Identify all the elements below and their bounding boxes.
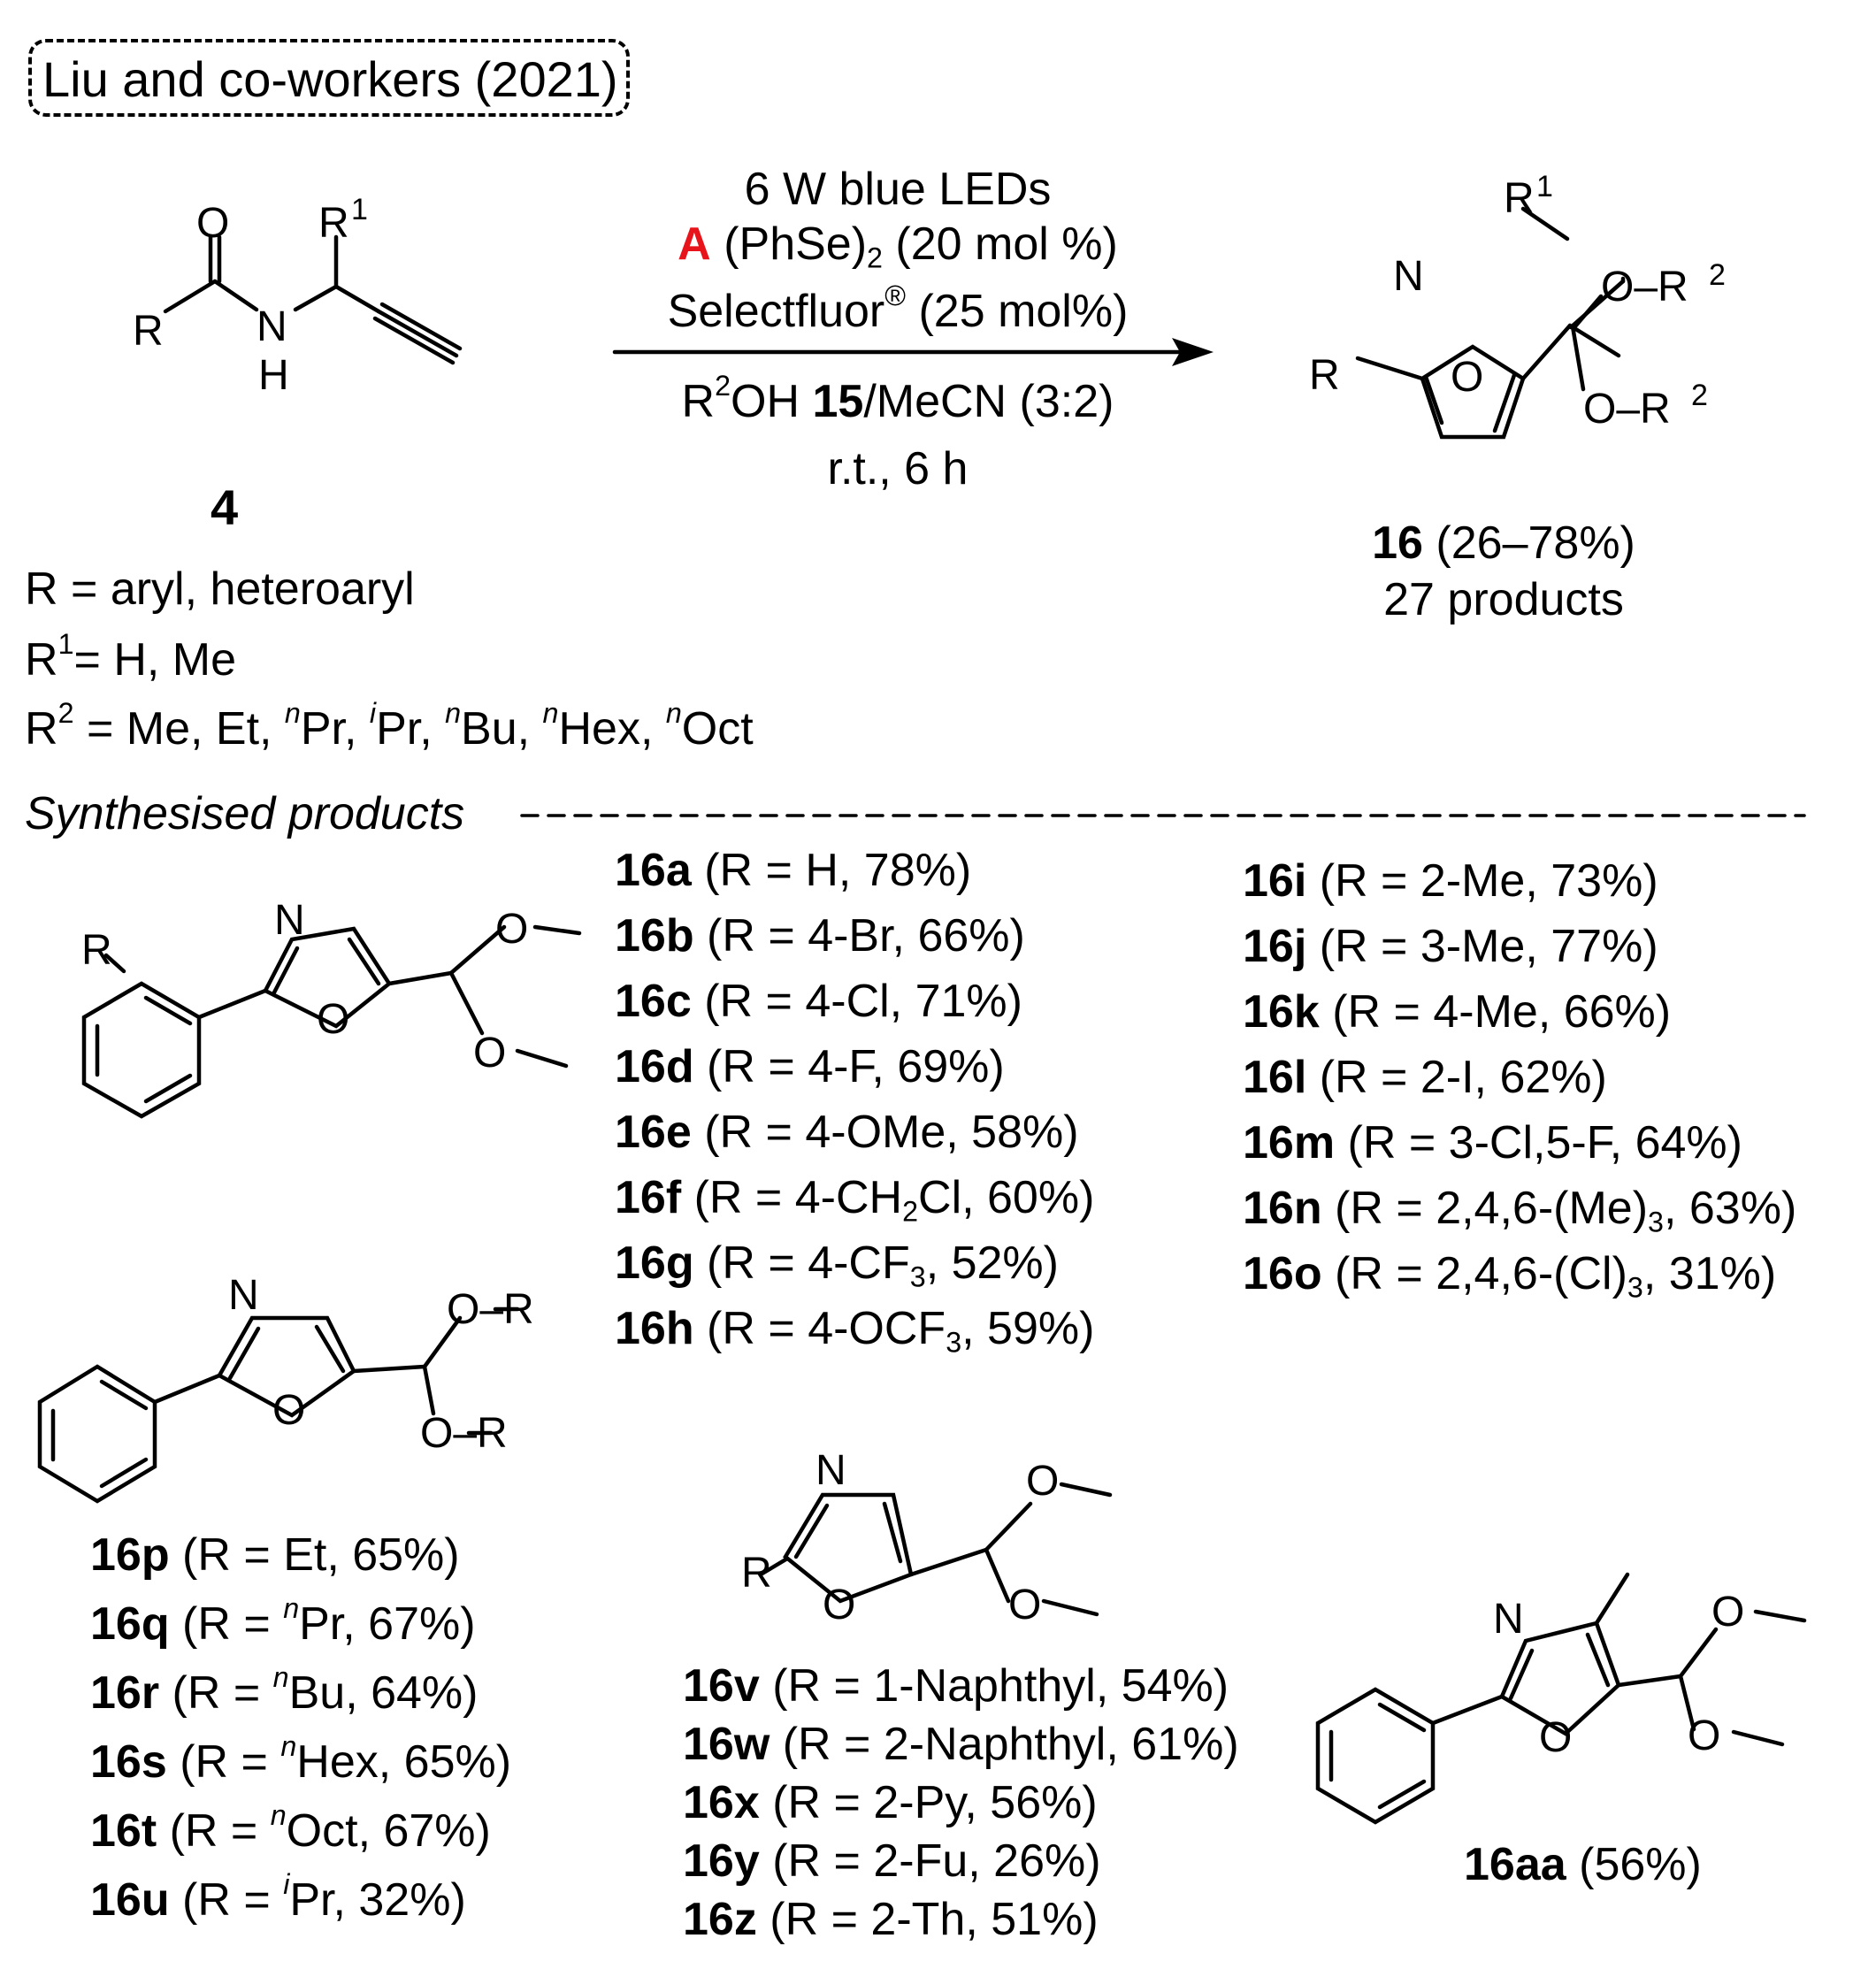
list-item: 16d (R = 4-F, 69%) bbox=[615, 1041, 1005, 1092]
product-or2-bottom: O–R bbox=[1583, 386, 1671, 433]
list-item: 16o (R = 2,4,6-(Cl)3, 31%) bbox=[1243, 1248, 1777, 1304]
product-atom-n: N bbox=[1393, 253, 1424, 300]
struct-c-atom-r: R bbox=[741, 1550, 772, 1597]
struct-c-atom-o-bottom: O bbox=[1008, 1582, 1041, 1628]
list-item: 16g (R = 4-CF3, 52%) bbox=[615, 1237, 1059, 1293]
substrate-atom-h: H bbox=[258, 352, 289, 399]
product-atom-r1-sup: 1 bbox=[1536, 170, 1553, 203]
struct-a-atom-r: R bbox=[81, 927, 112, 974]
list-item: 16l (R = 2-I, 62%) bbox=[1243, 1052, 1607, 1103]
product-or2-top-sup: 2 bbox=[1709, 258, 1726, 292]
list-item: 16t (R = nOct, 67%) bbox=[90, 1798, 491, 1857]
list-item: 16f (R = 4-CH2Cl, 60%) bbox=[615, 1172, 1095, 1228]
struct-d-atom-n: N bbox=[1493, 1596, 1524, 1643]
struct-b-or-bottom: O–R bbox=[420, 1410, 508, 1457]
list-item: 16w (R = 2-Naphthyl, 61%) bbox=[683, 1719, 1239, 1770]
list-item: 16e (R = 4-OMe, 58%) bbox=[615, 1107, 1079, 1158]
struct-b-atom-n: N bbox=[228, 1272, 259, 1319]
product-list-2: 16i (R = 2-Me, 73%) 16j (R = 3-Me, 77%) … bbox=[1243, 858, 1796, 1316]
list-item: 16s (R = nHex, 65%) bbox=[90, 1729, 512, 1788]
scope-r: R = aryl, heteroaryl bbox=[25, 563, 415, 615]
product-list-1: 16a (R = H, 78%) 16b (R = 4-Br, 66%) 16c… bbox=[615, 847, 1094, 1371]
struct-a-atom-o-bottom: O bbox=[473, 1030, 506, 1076]
struct-b-atom-o: O bbox=[272, 1387, 305, 1434]
citation-box bbox=[28, 39, 630, 117]
condition-catalyst: A (PhSe)2 (20 mol %) bbox=[678, 218, 1118, 274]
list-item: 16n (R = 2,4,6-(Me)3, 63%) bbox=[1243, 1183, 1797, 1238]
scope-r1: R1= H, Me bbox=[25, 627, 236, 686]
scope-r2: R2 = Me, Et, nPr, iPr, nBu, nHex, nOct bbox=[25, 696, 754, 755]
list-item: 16j (R = 3-Me, 77%) bbox=[1243, 921, 1658, 972]
list-item: 16p (R = Et, 65%) bbox=[90, 1529, 460, 1581]
struct-d-atom-o-bottom: O bbox=[1688, 1712, 1720, 1759]
condition-temp-time: r.t., 6 h bbox=[827, 443, 969, 494]
list-item: 16k (R = 4-Me, 66%) bbox=[1243, 986, 1672, 1038]
list-item: 16i (R = 2-Me, 73%) bbox=[1243, 855, 1658, 907]
list-item: 16z (R = 2-Th, 51%) bbox=[683, 1894, 1099, 1945]
substrate-atom-o: O bbox=[196, 200, 229, 247]
condition-oxidant: Selectfluor® (25 mol%) bbox=[667, 279, 1129, 337]
struct-c-atom-o-top: O bbox=[1026, 1458, 1059, 1505]
struct-b-or-top: O–R bbox=[447, 1286, 534, 1333]
product-list-4: 16v (R = 1-Naphthyl, 54%) 16w (R = 2-Nap… bbox=[683, 1663, 1239, 1955]
list-item: 16h (R = 4-OCF3, 59%) bbox=[615, 1303, 1095, 1359]
list-item: 16x (R = 2-Py, 56%) bbox=[683, 1777, 1098, 1828]
list-item: 16y (R = 2-Fu, 26%) bbox=[683, 1835, 1101, 1887]
struct-a-atom-o: O bbox=[317, 996, 349, 1043]
list-item: 16u (R = iPr, 32%) bbox=[90, 1867, 466, 1926]
list-item: 16v (R = 1-Naphthyl, 54%) bbox=[683, 1660, 1229, 1712]
product-atom-r1: R bbox=[1504, 175, 1535, 222]
product-or2-top: O–R bbox=[1601, 264, 1688, 310]
list-item: 16c (R = 4-Cl, 71%) bbox=[615, 976, 1022, 1027]
section-title: Synthesised products bbox=[25, 788, 465, 839]
product-count: 27 products bbox=[1383, 574, 1624, 625]
substrate-atom-r1: R bbox=[318, 200, 349, 247]
product-or2-bottom-sup: 2 bbox=[1691, 379, 1708, 412]
list-item: 16a (R = H, 78%) bbox=[615, 845, 972, 896]
substrate-atom-n: N bbox=[257, 303, 287, 350]
struct-d-atom-o: O bbox=[1539, 1714, 1572, 1761]
list-item: 16r (R = nBu, 64%) bbox=[90, 1660, 479, 1719]
substrate-atom-r: R bbox=[133, 308, 164, 355]
struct-d-atom-o-top: O bbox=[1711, 1589, 1744, 1636]
product-atom-r: R bbox=[1309, 352, 1340, 399]
struct-a-atom-o-top: O bbox=[495, 906, 528, 953]
citation-text: Liu and co-workers (2021) bbox=[42, 51, 618, 107]
struct-c-atom-o: O bbox=[823, 1582, 855, 1628]
product-list-3: 16p (R = Et, 65%) 16q (R = nPr, 67%) 16r… bbox=[90, 1532, 511, 1946]
arrow-head bbox=[1172, 338, 1214, 366]
substrate-number: 4 bbox=[211, 479, 239, 535]
substrate-atom-r1-sup: 1 bbox=[351, 193, 368, 226]
list-item: 16b (R = 4-Br, 66%) bbox=[615, 910, 1025, 962]
list-item: 16m (R = 3-Cl,5-F, 64%) bbox=[1243, 1117, 1742, 1168]
product-atom-o: O bbox=[1451, 354, 1483, 401]
condition-light: 6 W blue LEDs bbox=[744, 164, 1052, 215]
struct-a-atom-n: N bbox=[274, 897, 305, 944]
condition-solvent: R2OH 15/MeCN (3:2) bbox=[681, 369, 1114, 427]
product-16aa: 16aa (56%) bbox=[1464, 1839, 1702, 1890]
list-item: 16q (R = nPr, 67%) bbox=[90, 1591, 476, 1650]
product-yield: 16 (26–78%) bbox=[1372, 517, 1635, 569]
struct-c-atom-n: N bbox=[815, 1447, 846, 1494]
